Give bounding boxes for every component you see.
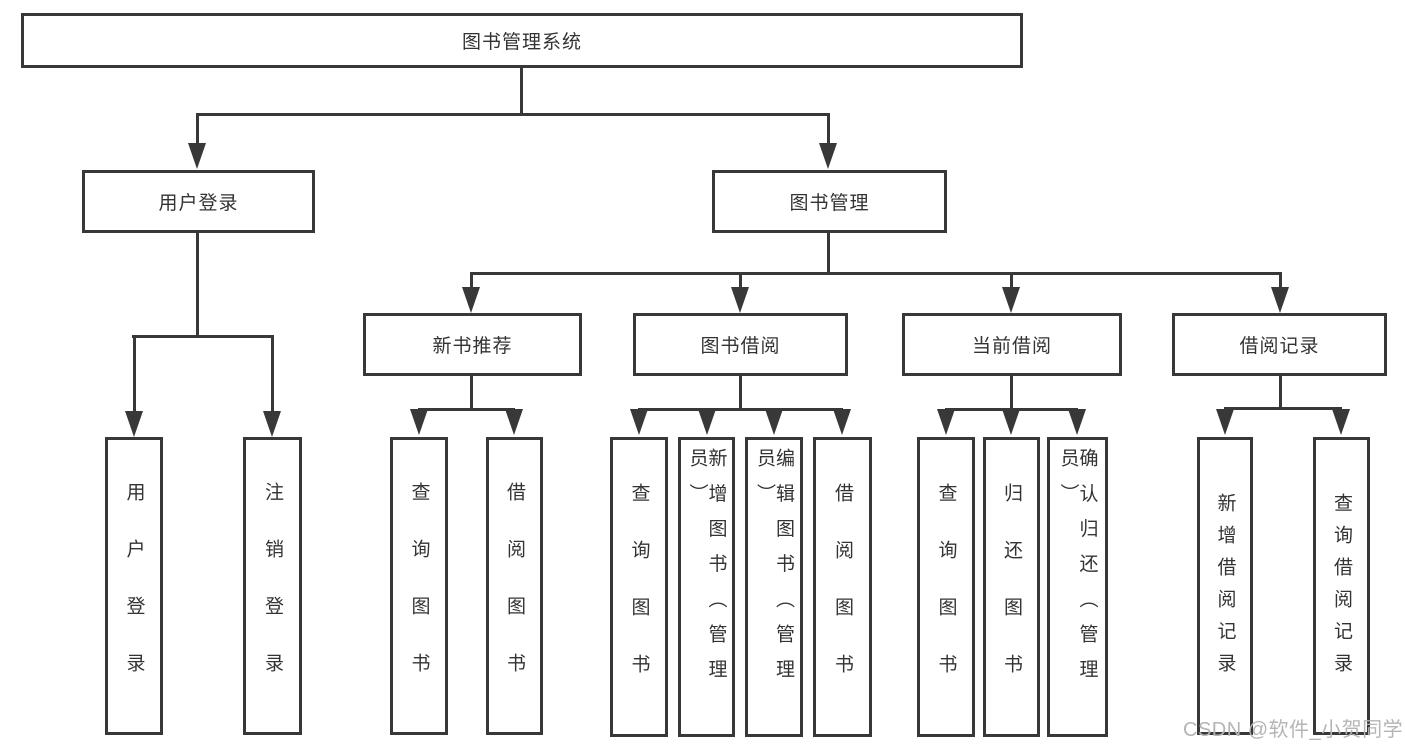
leaf-borrow-books-label: 借阅图书 (832, 482, 853, 711)
node-current-borrow: 当前借阅 (902, 313, 1122, 376)
connector-drop-user-login (196, 113, 199, 144)
connector-book-borrow-stem (739, 376, 742, 408)
connector-current-borrow-stem (1010, 376, 1013, 408)
node-new-book-rec: 新书推荐 (363, 313, 582, 376)
connector-drop-new-book-rec (470, 272, 473, 288)
connector-drop-leaf-logout (271, 335, 274, 411)
connector-drop-book-mgmt (827, 113, 830, 144)
connector-drop-book-borrow (739, 272, 742, 288)
leaf-query-borrow-record: 查询借阅记录 (1313, 437, 1370, 735)
leaf-edit-books-admin: 编辑图书（管理员） (745, 437, 803, 737)
leaf-add-books-admin: 新增图书（管理员） (678, 437, 735, 737)
node-root: 图书管理系统 (21, 13, 1023, 68)
leaf-add-books-admin-label: 新增图书（管理员） (686, 447, 727, 695)
leaf-current-query-books-label: 查询图书 (935, 482, 957, 711)
connector-new-book-rec-stem (470, 376, 473, 408)
node-book-borrow: 图书借阅 (633, 313, 848, 376)
arrowhead-book-borrow (731, 287, 749, 313)
arrowhead-book-mgmt (819, 143, 837, 169)
connector-level1-bar (196, 113, 830, 116)
node-current-borrow-label: 当前借阅 (971, 336, 1052, 357)
arrowhead-confirm-return-admin (1068, 409, 1086, 435)
connector-drop-borrow-records (1279, 272, 1282, 288)
leaf-rec-borrow-books-label: 借阅图书 (504, 481, 525, 710)
leaf-rec-query-books: 查询图书 (390, 437, 448, 735)
arrowhead-query-borrow-record (1332, 409, 1350, 435)
leaf-current-query-books: 查询图书 (917, 437, 975, 737)
connector-level2-bar (470, 272, 1281, 275)
leaf-confirm-return-admin: 确认归还（管理员） (1047, 437, 1108, 737)
connector-book-borrow-bar (638, 408, 843, 411)
leaf-rec-query-books-label: 查询图书 (408, 481, 430, 710)
leaf-rec-borrow-books: 借阅图书 (486, 437, 543, 735)
node-book-mgmt: 图书管理 (712, 170, 947, 233)
arrowhead-leaf-logout (263, 411, 281, 437)
node-borrow-records-label: 借阅记录 (1239, 336, 1320, 357)
connector-borrow-records-stem (1279, 376, 1282, 407)
arrowhead-current-borrow (1002, 287, 1020, 313)
leaf-user-login-label: 用户登录 (123, 481, 145, 710)
connector-user-login-bar (132, 335, 274, 338)
leaf-borrow-books: 借阅图书 (813, 437, 872, 737)
arrowhead-borrow-query-books (630, 409, 648, 435)
arrowhead-new-book-rec (462, 287, 480, 313)
node-user-login: 用户登录 (82, 170, 315, 233)
arrowhead-edit-books-admin (765, 409, 783, 435)
arrowhead-add-books-admin (698, 409, 716, 435)
arrowhead-current-query-books (937, 409, 955, 435)
leaf-logout-label: 注销登录 (262, 481, 283, 710)
leaf-add-borrow-record: 新增借阅记录 (1197, 437, 1253, 735)
arrowhead-user-login (188, 143, 206, 169)
leaf-borrow-query-books-label: 查询图书 (628, 482, 650, 711)
node-user-login-label: 用户登录 (158, 193, 239, 214)
leaf-return-books: 归还图书 (983, 437, 1040, 737)
leaf-add-borrow-record-label: 新增借阅记录 (1214, 493, 1236, 685)
connector-root-stem (520, 68, 523, 113)
arrowhead-rec-query-books (410, 409, 428, 435)
leaf-borrow-query-books: 查询图书 (610, 437, 668, 737)
leaf-query-borrow-record-label: 查询借阅记录 (1331, 493, 1352, 685)
leaf-return-books-label: 归还图书 (1001, 482, 1022, 711)
connector-new-book-rec-bar (418, 408, 515, 411)
node-borrow-records: 借阅记录 (1172, 313, 1387, 376)
node-root-label: 图书管理系统 (461, 32, 582, 53)
connector-borrow-records-bar (1224, 407, 1342, 410)
node-new-book-rec-label: 新书推荐 (432, 336, 513, 357)
arrowhead-leaf-user-login (125, 411, 143, 437)
connector-user-login-stem (196, 233, 199, 335)
leaf-user-login: 用户登录 (105, 437, 163, 735)
connector-book-mgmt-stem (827, 233, 830, 272)
arrowhead-return-books (1002, 409, 1020, 435)
arrowhead-borrow-books (833, 409, 851, 435)
connector-drop-current-borrow (1010, 272, 1013, 288)
leaf-logout: 注销登录 (243, 437, 302, 735)
node-book-mgmt-label: 图书管理 (789, 193, 870, 214)
leaf-edit-books-admin-label: 编辑图书（管理员） (754, 447, 794, 695)
node-book-borrow-label: 图书借阅 (700, 336, 781, 357)
arrowhead-add-borrow-record (1216, 409, 1234, 435)
connector-drop-leaf-user-login (133, 335, 136, 411)
arrowhead-borrow-records (1271, 287, 1289, 313)
csdn-watermark: CSDN @软件_小贺同学 (1183, 719, 1404, 741)
arrowhead-rec-borrow-books (505, 409, 523, 435)
leaf-confirm-return-admin-label: 确认归还（管理员） (1057, 447, 1098, 695)
